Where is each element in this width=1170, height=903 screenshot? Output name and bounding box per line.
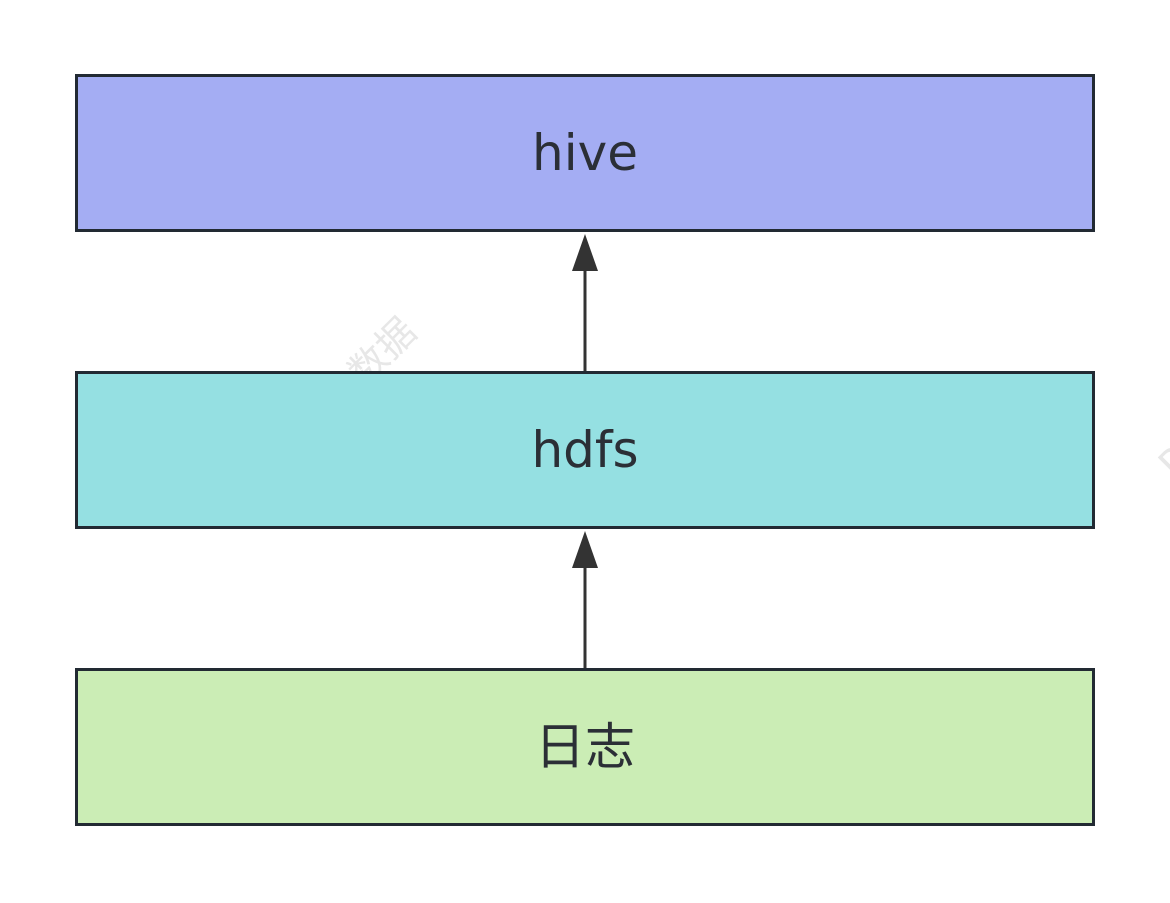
node-label: 日志 [535,718,635,776]
edge-hdfs-to-hive [572,234,598,371]
node-label: hdfs [531,421,639,479]
watermark-text: P [1150,438,1170,487]
node-hdfs[interactable]: hdfs [75,371,1095,529]
arrowhead-icon [572,531,598,568]
node-label: hive [532,124,638,182]
edge-log-to-hdfs [572,531,598,668]
node-hive[interactable]: hive [75,74,1095,232]
arrowhead-icon [572,234,598,271]
node-log[interactable]: 日志 [75,668,1095,826]
